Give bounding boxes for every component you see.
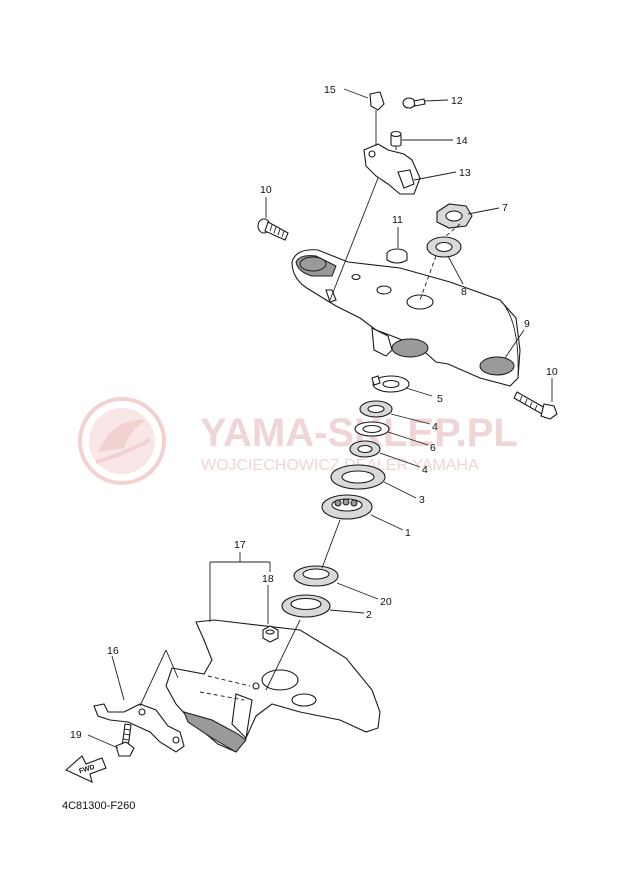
- part-1-ball-race: [321, 494, 373, 520]
- part-12-screw: [402, 97, 426, 109]
- watermark: YAMA-SKLEP.PL WOJCIECHOWICZ DEALER YAMAH…: [78, 397, 518, 485]
- callout-17: 17: [234, 539, 246, 551]
- callout-2: 2: [366, 609, 372, 621]
- diagram-code: 4C81300-F260: [62, 800, 135, 812]
- callout-4-lower: 4: [422, 464, 428, 476]
- part-3-bearing-cover: [330, 464, 386, 490]
- fwd-label: FWD: [78, 764, 95, 776]
- callout-16: 16: [107, 645, 119, 657]
- fwd-arrow-icon: FWD: [64, 755, 107, 783]
- part-2-ball-race: [281, 594, 331, 618]
- part-6-rubber-washer: [354, 421, 390, 437]
- callout-14: 14: [456, 135, 468, 147]
- part-18-nut: [262, 625, 279, 643]
- callout-11: 11: [392, 214, 403, 226]
- part-4-ring-nut-upper: [359, 400, 393, 418]
- callout-20: 20: [380, 596, 392, 608]
- callout-5: 5: [437, 393, 443, 405]
- part-15-clip: [369, 91, 385, 111]
- part-16-bracket: [93, 703, 185, 753]
- callout-10-left: 10: [260, 184, 272, 196]
- part-7-nut: [436, 203, 473, 229]
- callout-4-upper: 4: [432, 421, 438, 433]
- part-19-bolt: [115, 723, 135, 757]
- callouts: 15 12 14 13 10 11 7 8 9 10 5 4 6 4 3 1 1…: [70, 84, 558, 741]
- callout-13: 13: [459, 167, 471, 179]
- callout-3: 3: [419, 494, 425, 506]
- callout-6: 6: [430, 442, 436, 454]
- part-10-bolt-right: [513, 391, 558, 420]
- watermark-subtitle: WOJCIECHOWICZ DEALER YAMAHA: [201, 457, 479, 474]
- bracket-group: [363, 91, 426, 195]
- callout-1: 1: [405, 527, 411, 539]
- part-20-seal: [293, 565, 339, 587]
- part-11-plug: [386, 248, 408, 264]
- leader-lines: [87, 88, 553, 749]
- callout-9: 9: [524, 318, 530, 330]
- part-17-under-bracket: [165, 619, 381, 753]
- callout-19: 19: [70, 729, 82, 741]
- watermark-logo: [78, 397, 166, 485]
- part-14-collar: [390, 130, 402, 147]
- callout-15: 15: [324, 84, 336, 96]
- part-4-ring-nut-lower: [349, 440, 381, 458]
- part-8-washer: [426, 236, 462, 258]
- callout-8: 8: [461, 286, 467, 298]
- callout-12: 12: [451, 95, 463, 107]
- callout-18: 18: [262, 573, 274, 585]
- part-10-bolt-left: [257, 218, 289, 241]
- callout-7: 7: [502, 202, 508, 214]
- part-5-lock-washer: [371, 375, 410, 393]
- part-13-bracket: [363, 143, 421, 195]
- callout-10-right: 10: [546, 366, 558, 378]
- part-9-upper-bracket: [291, 249, 521, 387]
